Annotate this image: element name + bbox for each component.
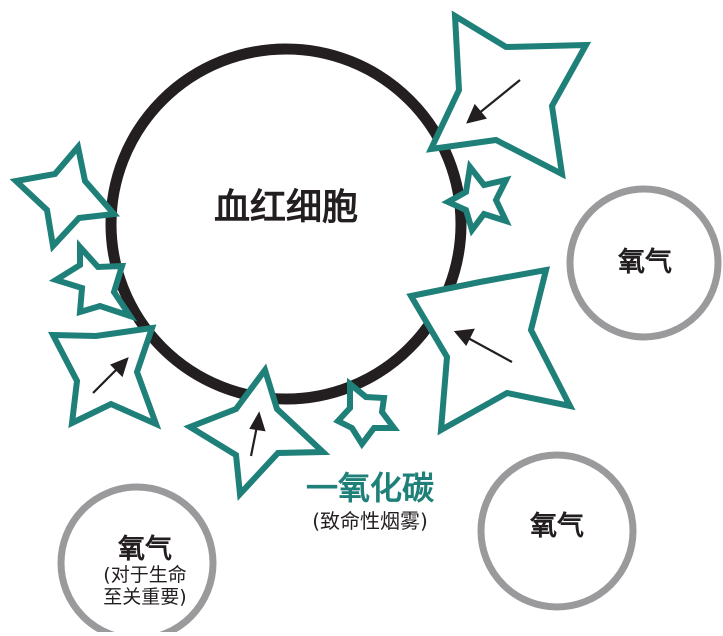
co-molecule-star-left-bottom [47, 324, 162, 430]
co-molecule-star-left-small [48, 239, 138, 322]
oxygen-label-left: 氧气 [118, 534, 172, 565]
carbon-monoxide-note: (致命性烟雾) [312, 509, 428, 533]
oxygen-label-right-bottom: 氧气 [530, 511, 584, 542]
arrow-line-1 [477, 79, 521, 115]
arrow-line-2 [467, 337, 513, 363]
arrow-head-2 [453, 328, 475, 346]
oxygen-circle-right-bottom [477, 451, 637, 611]
red-blood-cell-circle [105, 43, 467, 405]
co-molecule-star-left-top [9, 140, 121, 253]
oxygen-label-right-top: 氧气 [618, 247, 672, 278]
oxygen-note-line1: (对于生命 [103, 564, 187, 586]
red-blood-cell-label: 血红细胞 [213, 187, 358, 228]
oxygen-note: (对于生命 至关重要) [70, 564, 220, 608]
co-molecule-star-small-right [441, 159, 512, 237]
arrow-head-3 [110, 357, 129, 378]
co-molecule-star-large-top-right [425, 10, 592, 180]
co-molecule-star-bottom-small [333, 377, 400, 450]
oxygen-circle-left [57, 483, 217, 636]
carbon-monoxide-label: 一氧化碳 [305, 469, 434, 507]
oxygen-note-line2: 至关重要) [103, 586, 187, 608]
arrow-line-3 [92, 366, 120, 394]
arrow-head-1 [466, 103, 487, 124]
arrow-line-4 [249, 425, 259, 457]
oxygen-circle-right-top [566, 185, 722, 341]
arrow-head-4 [249, 411, 266, 432]
